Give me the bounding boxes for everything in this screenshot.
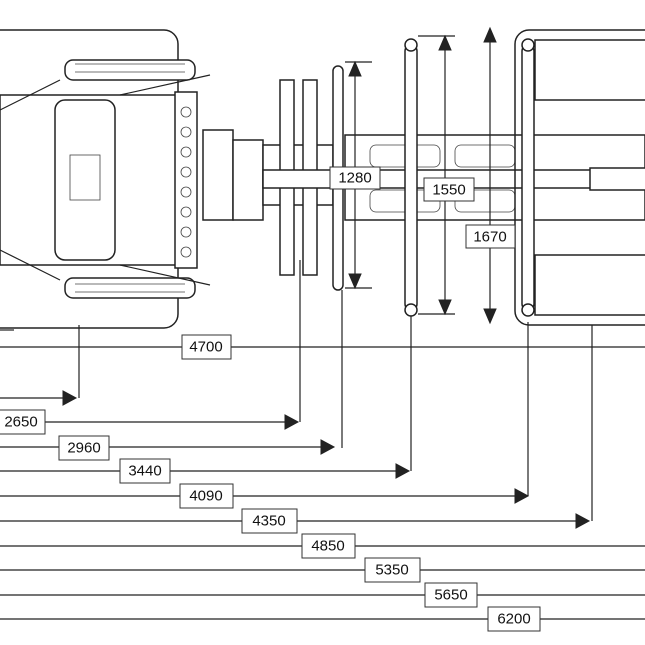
length-dimension-5650: 5650 bbox=[0, 582, 645, 608]
length-label-5650: 5650 bbox=[434, 587, 467, 604]
cab bbox=[514, 29, 645, 326]
width-dimension-1670: 1670 bbox=[465, 26, 516, 325]
length-dimension-4090: 4090 bbox=[0, 483, 530, 509]
width-dimension-1280: 1280 bbox=[329, 60, 381, 290]
length-dimension-4350: 4350 bbox=[0, 508, 591, 534]
length-label-4700: 4700 bbox=[189, 339, 222, 356]
length-label-4350: 4350 bbox=[252, 513, 285, 530]
length-dimension-2960: 2960 bbox=[0, 435, 336, 461]
length-dimension-5350: 5350 bbox=[0, 557, 645, 583]
length-dimension-6200: 6200 bbox=[0, 606, 645, 632]
rear-platform bbox=[0, 29, 211, 329]
extension-lines bbox=[0, 260, 593, 521]
length-label-5350: 5350 bbox=[375, 562, 408, 579]
front-axle-2 bbox=[521, 38, 535, 317]
length-label-2960: 2960 bbox=[67, 440, 100, 457]
width-label-1670: 1670 bbox=[473, 229, 506, 246]
length-dimension-2650: 2650 bbox=[0, 409, 300, 435]
length-label-4090: 4090 bbox=[189, 488, 222, 505]
length-dimension-4700: 4700 bbox=[0, 334, 645, 360]
length-dimension-unlabeled bbox=[0, 390, 78, 406]
length-dimension-3440: 3440 bbox=[0, 458, 411, 484]
length-label-3440: 3440 bbox=[128, 463, 161, 480]
length-label-4850: 4850 bbox=[311, 538, 344, 555]
width-dimension-1550: 1550 bbox=[418, 34, 475, 316]
width-label-1550: 1550 bbox=[432, 182, 465, 199]
width-label-1280: 1280 bbox=[338, 170, 371, 187]
length-label-6200: 6200 bbox=[497, 611, 530, 628]
front-axle-1 bbox=[404, 38, 418, 317]
length-label-2650: 2650 bbox=[4, 414, 37, 431]
length-dimension-4850: 4850 bbox=[0, 533, 645, 559]
